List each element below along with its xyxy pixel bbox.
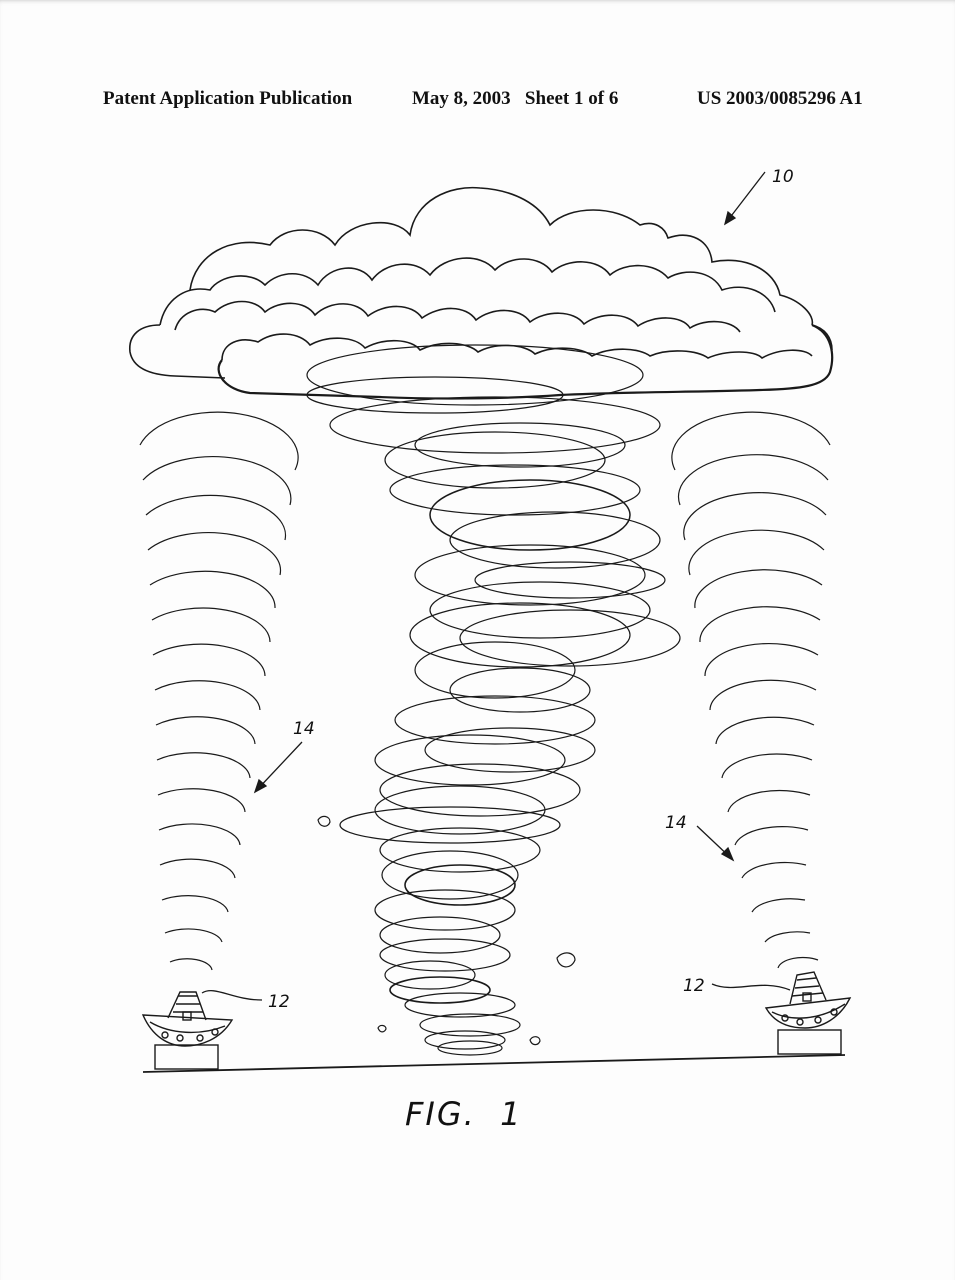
tornado-vortex <box>306 344 681 1056</box>
reference-numeral-10: 10 <box>772 167 794 187</box>
reference-numeral-14-left: 14 <box>293 719 315 739</box>
left-radar-beam <box>139 411 299 971</box>
figure-caption: FIG. 1 <box>405 1095 523 1133</box>
publication-date-sheet: May 8, 2003 Sheet 1 of 6 <box>412 88 619 109</box>
right-radar-beam <box>671 411 831 969</box>
ground-line <box>142 1054 846 1073</box>
left-radar-station <box>141 991 234 1070</box>
reference-numeral-12-left: 12 <box>268 992 290 1012</box>
right-radar-station <box>764 971 852 1055</box>
reference-numeral-14-right: 14 <box>665 813 687 833</box>
reference-leaders <box>201 171 791 1001</box>
publication-type: Patent Application Publication <box>103 88 353 109</box>
publication-number: US 2003/0085296 A1 <box>697 88 863 109</box>
reference-numeral-12-right: 12 <box>683 976 705 996</box>
page-header: Patent Application Publication May 8, 20… <box>0 88 955 118</box>
